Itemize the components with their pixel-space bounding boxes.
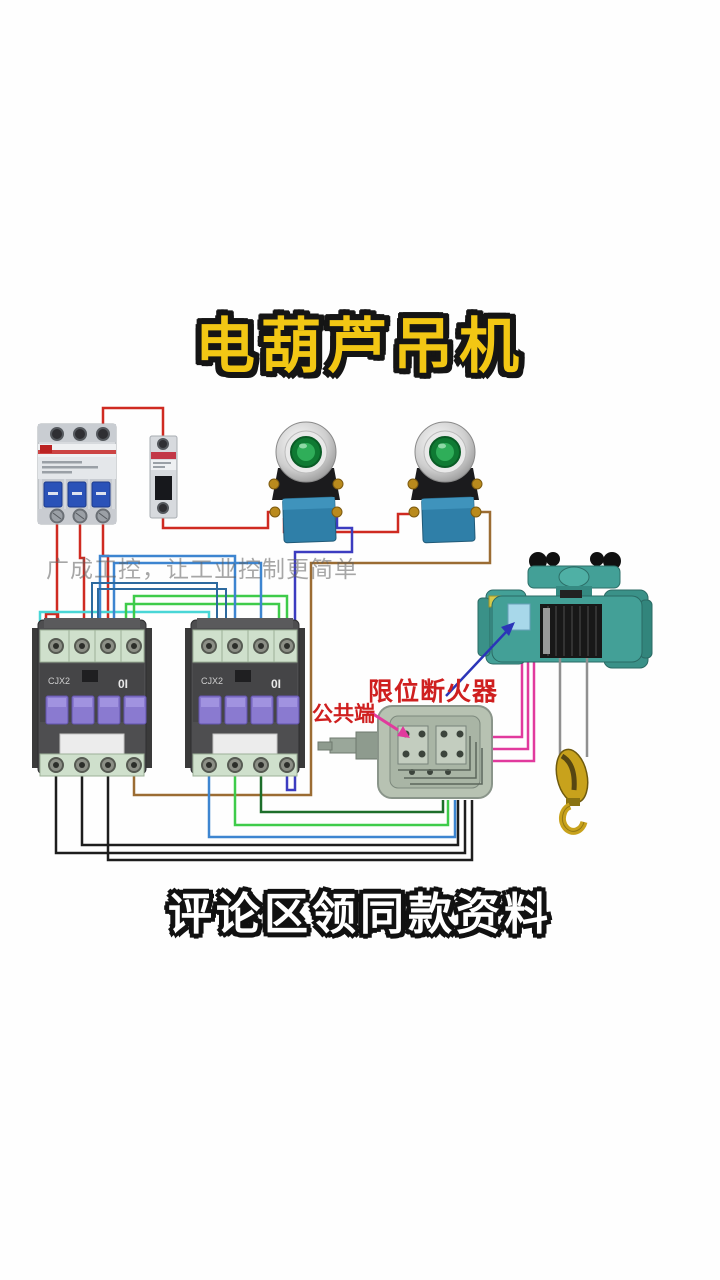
arrow-to-hoist-head xyxy=(501,622,515,636)
circuit-breaker-1pole xyxy=(149,435,178,519)
watermark-text: 广成工控，让工业控制更简单 xyxy=(46,556,358,582)
wire-steel-jumper1 xyxy=(91,582,218,640)
wire-magenta2 xyxy=(492,660,530,751)
contactor-1 xyxy=(31,617,153,777)
limit-switch-label: 限位断火器 xyxy=(368,678,499,706)
wire-brown xyxy=(132,510,492,797)
common-terminal-label: 公共端 xyxy=(312,703,375,726)
wire-blue-bottom xyxy=(207,775,457,839)
wire-navy xyxy=(285,516,354,792)
wire-black3 xyxy=(106,775,474,862)
electric-hoist xyxy=(477,552,653,835)
page-title: 电葫芦吊机 xyxy=(195,313,525,380)
wire-red-phase2 xyxy=(78,520,86,632)
wire-green-bottom xyxy=(233,775,450,827)
wire-magenta3 xyxy=(492,660,536,763)
arrow-to-common xyxy=(369,710,399,732)
pushbutton-down xyxy=(407,421,483,544)
wire-steel-jumper2 xyxy=(97,588,227,640)
circuit-breaker-3pole xyxy=(37,423,117,525)
wire-red-breaker-jumper xyxy=(101,406,165,440)
hoist-hook xyxy=(555,748,589,835)
limit-switch xyxy=(317,705,493,799)
wire-darkgreen xyxy=(259,775,445,814)
wire-black2 xyxy=(80,775,460,847)
footer-banner: 评论区领同款资料 xyxy=(168,890,552,939)
wire-magenta1 xyxy=(492,660,524,739)
wire-black1 xyxy=(54,775,467,855)
wire-red-control1 xyxy=(161,508,273,530)
arrow-to-hoist xyxy=(445,631,507,697)
wire-blue-jumper2 xyxy=(112,561,263,640)
contactor-2 xyxy=(184,617,306,777)
pushbutton-up xyxy=(268,421,344,544)
wire-blue-jumper1 xyxy=(98,554,237,640)
annotation-arrows xyxy=(369,622,515,738)
arrow-to-common-head xyxy=(397,726,410,738)
